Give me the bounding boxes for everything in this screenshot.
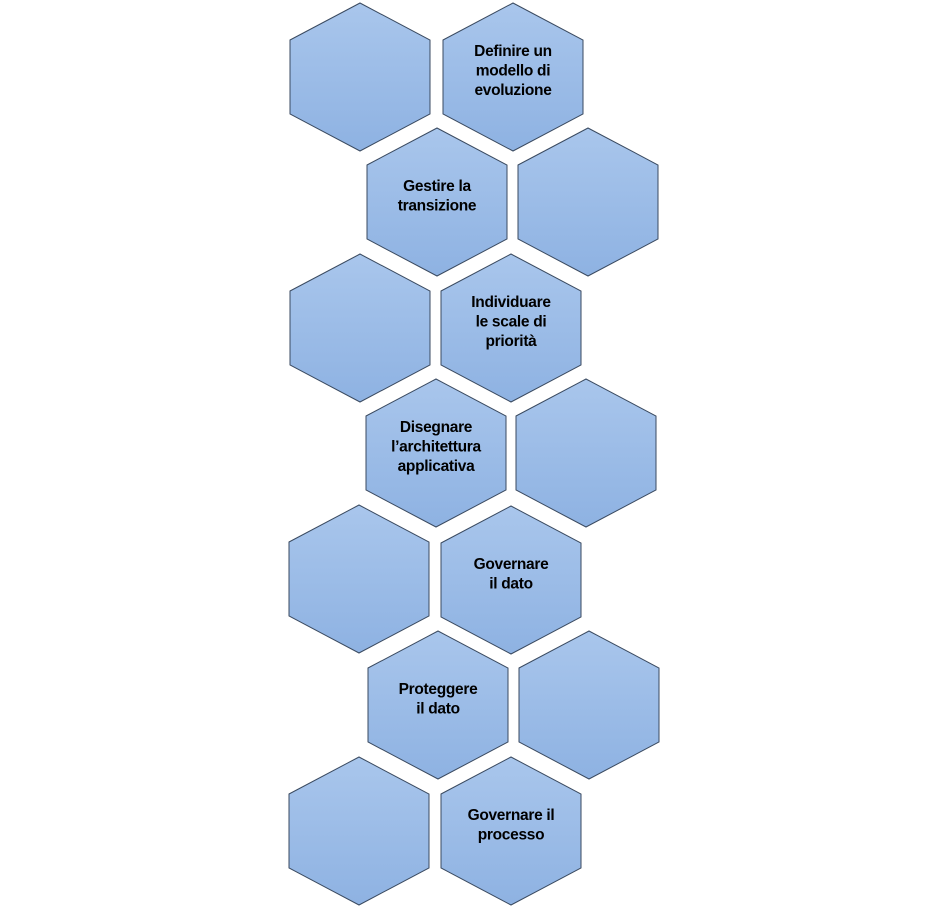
hexagon-8 — [515, 378, 657, 528]
hexagon-label-line: applicativa — [398, 458, 475, 475]
hexagon-label-line: Proteggere — [399, 681, 479, 698]
hexagon-label-line: Governare — [474, 556, 550, 573]
hexagon-shape — [366, 127, 508, 277]
hexagon-5 — [289, 253, 431, 403]
hexagon-shape — [288, 756, 430, 906]
hexagon-label-line: Gestire la — [403, 178, 471, 195]
hexagon-label-line: il dato — [416, 700, 460, 717]
hexagon-11: Proteggere il dato — [367, 630, 509, 780]
hexagon-label-line: Disegnare — [400, 419, 473, 436]
hexagon-1 — [289, 2, 431, 152]
hexagon-shape — [289, 253, 431, 403]
hexagon-shape — [289, 2, 431, 152]
hexagon-shape — [515, 378, 657, 528]
hexagon-shape — [517, 127, 659, 277]
hexagon-9 — [288, 504, 430, 654]
hexagon-4 — [517, 127, 659, 277]
hexagon-label-line: modello di — [476, 63, 551, 80]
hexagon-shape — [288, 504, 430, 654]
hexagon-shape — [440, 505, 582, 655]
hexagon-shape — [365, 378, 507, 528]
hexagon-shape — [367, 630, 509, 780]
hexagon-14: Governare il processo — [440, 756, 582, 906]
hexagon-label-line: processo — [478, 826, 545, 843]
hexagon-12 — [518, 630, 660, 780]
hexagon-label-line: Definire un — [474, 43, 552, 60]
hexagon-label-line: l’architettura — [391, 439, 481, 456]
hexagon-label-line: le scale di — [476, 314, 547, 331]
hexagon-label-line: il dato — [489, 575, 533, 592]
hexagon-3: Gestire la transizione — [366, 127, 508, 277]
hexagon-label-line: Individuare — [471, 294, 551, 311]
hexagon-6: Individuare le scale di priorità — [440, 253, 582, 403]
hexagon-13 — [288, 756, 430, 906]
hexagon-2: Definire un modello di evoluzione — [442, 2, 584, 152]
hexagon-shape — [440, 253, 582, 403]
hexagon-label-line: Governare il — [468, 807, 555, 824]
hexagon-shape — [442, 2, 584, 152]
hexagon-shape — [518, 630, 660, 780]
hexagon-label-line: priorità — [486, 333, 538, 350]
hexagon-label-line: evoluzione — [474, 82, 552, 99]
hexagon-shape — [440, 756, 582, 906]
hexagon-label-line: transizione — [398, 197, 477, 214]
hexagon-7: Disegnare l’architettura applicativa — [365, 378, 507, 528]
hexagon-10: Governare il dato — [440, 505, 582, 655]
